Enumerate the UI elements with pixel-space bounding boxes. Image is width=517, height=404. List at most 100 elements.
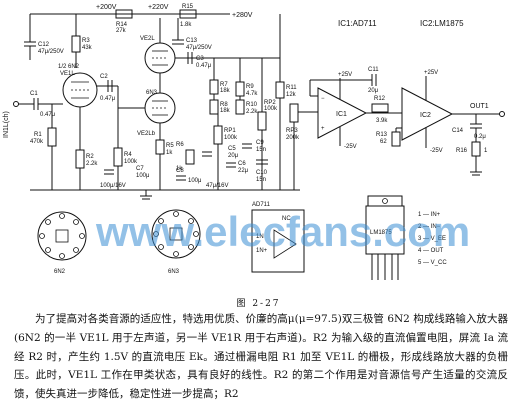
watermark: www.elecfans.com (95, 208, 470, 255)
socket-6n3-label: 6N3 (168, 269, 180, 275)
resistor-r9 (235, 81, 245, 97)
value-rp1: 100k (224, 135, 238, 141)
lm1875-pin-2: 2 — IN− (418, 224, 441, 230)
socket-6n2 (37, 211, 87, 261)
label-r1: R1 (34, 132, 42, 138)
label-c13: C13 (186, 38, 198, 44)
value-c13: 47μ/250V (186, 45, 212, 51)
value-r10: 2.2k (246, 109, 258, 115)
resistor-r14 (115, 9, 133, 19)
value-rp2: 100k (264, 106, 278, 112)
ic1-title: IC1:AD711 (338, 19, 377, 28)
figure-caption: 图 2-27 (236, 299, 281, 309)
ad711-package (251, 209, 305, 273)
label-c6: C6 (238, 161, 246, 167)
resistor-r3 (71, 35, 81, 53)
value-r12: 3.9k (376, 118, 388, 124)
label-r12: R12 (374, 96, 386, 102)
socket-6n3-pins (153, 211, 199, 257)
resistor-r10 (235, 99, 245, 115)
label-r8: R8 (220, 102, 228, 108)
ic2-title: IC2:LM1875 (420, 19, 464, 28)
label-c7-rating: 100μ/16V (100, 183, 126, 189)
resistor-r8 (209, 99, 219, 115)
label-r11: R11 (286, 85, 297, 91)
value-r5: 1k (166, 150, 173, 156)
resistor-r16 (471, 141, 481, 157)
ad711-in-minus: 1N (256, 234, 264, 240)
value-r11: 12k (286, 92, 297, 98)
value-c2: 0.47μ (100, 96, 116, 102)
value-r4: 100k (124, 159, 138, 165)
value-rp3: 200k (286, 135, 300, 141)
value-c10: 15n (256, 177, 266, 183)
lm1875-pin-3: 3 — V_EE (418, 236, 446, 242)
value-r13: 62 (380, 139, 387, 145)
label-rp3: RP3 (286, 128, 298, 134)
label-r5: R5 (166, 143, 174, 149)
label-r6: R6 (176, 142, 184, 148)
socket-6n2-label: 6N2 (54, 269, 66, 275)
lm1875-tab (367, 195, 403, 207)
lm1875-pin-1: 1 — IN+ (418, 212, 441, 218)
label-r13: R13 (376, 132, 388, 138)
socket-6n2-pins (39, 213, 85, 259)
svg-text:+: + (321, 126, 325, 132)
label-r14: R14 (116, 22, 128, 28)
tube-ve1l-type: 1/2 6N2 (58, 64, 80, 70)
label-c9: C9 (256, 140, 264, 146)
label-r16: R16 (456, 148, 468, 154)
socket-6n3 (151, 209, 201, 259)
label-c5: C5 (228, 146, 236, 152)
resistor-r11 (275, 81, 285, 99)
pot-rp1 (213, 125, 223, 145)
value-r3: 43k (82, 45, 93, 51)
value-c14: 0.2μ (474, 134, 486, 140)
value-r15: 1.8k (180, 22, 192, 28)
label-c8-rating: 47μ/16V (206, 183, 228, 189)
value-r6: 1k (176, 166, 183, 172)
opamp-ic1 (317, 87, 368, 139)
ic1-vminus: -25V (344, 144, 357, 150)
label-c11: C11 (368, 67, 379, 73)
resistor-r13 (391, 131, 401, 147)
value-c9: 15n (256, 147, 266, 153)
pot-rp3 (289, 103, 299, 123)
label-c2: C2 (100, 74, 108, 80)
resistor-r2 (75, 149, 85, 169)
value-r16: 1 (484, 148, 488, 154)
value-r7: 18k (220, 88, 231, 94)
lm1875-label: LM1875 (370, 230, 392, 236)
svg-text:−: − (321, 96, 325, 102)
value-r9: 4.7k (246, 91, 258, 97)
value-c8: 100μ (188, 178, 202, 184)
ic2-vminus: -25V (430, 148, 443, 154)
label-c3: C3 (196, 56, 204, 62)
opamp-ic2 (401, 87, 454, 141)
ad711-label: AD711 (252, 202, 271, 208)
value-c3: 0.47μ (196, 63, 212, 69)
label-ic1: IC1 (336, 111, 347, 118)
value-c6: 22μ (238, 168, 249, 174)
label-r15: R15 (182, 4, 194, 10)
lm1875-pin-5: 5 — V_CC (418, 260, 447, 266)
input-label: IN1L(ch) (3, 111, 10, 138)
ad711-nc: NC (282, 216, 291, 222)
resistor-r6 (185, 149, 195, 165)
label-r2: R2 (86, 154, 94, 160)
tube-ve2l: VE2L (140, 36, 155, 42)
label-r3: R3 (82, 38, 90, 44)
supply-200v: +200V (96, 4, 117, 11)
resistor-r5 (155, 139, 165, 155)
value-r14: 27k (116, 28, 127, 34)
label-r4: R4 (124, 152, 132, 158)
tube-ve2lb: VE2Lb (137, 131, 156, 137)
lm1875-pin-4: 4 — OUT (418, 248, 444, 254)
ic2-vplus: +25V (424, 70, 438, 76)
label-c14: C14 (452, 128, 464, 134)
ic1-vplus: +25V (338, 72, 352, 78)
supply-280v: +280V (232, 12, 253, 19)
resistor-r7 (209, 79, 219, 95)
label-c1: C1 (30, 91, 38, 97)
label-c8: C8 (176, 168, 184, 174)
